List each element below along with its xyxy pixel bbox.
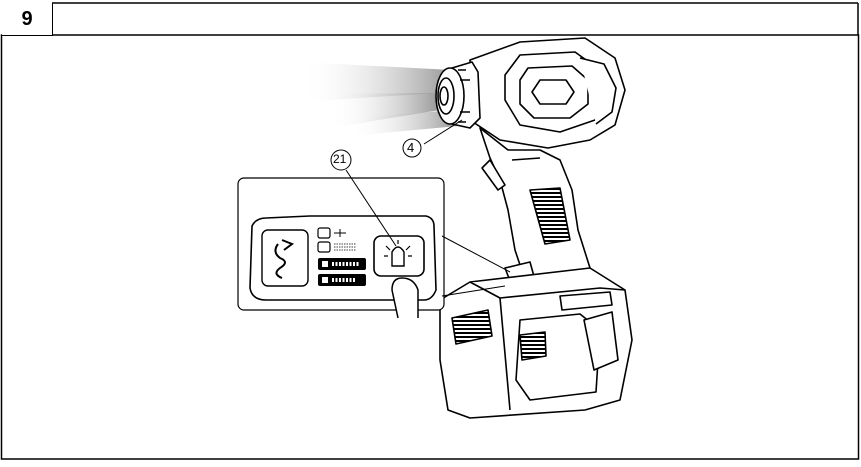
callout-4 — [402, 119, 463, 158]
finger-press — [391, 277, 419, 319]
callout-4-label: 4 — [407, 140, 415, 155]
light-level-1-icon — [317, 227, 346, 239]
callout-21 — [330, 149, 397, 247]
battery-level-icon — [318, 258, 366, 286]
impact-mode-icon — [261, 229, 309, 287]
callout-21-label: 21 — [333, 152, 347, 166]
figure-border — [0, 34, 860, 460]
impact-driver — [435, 37, 633, 419]
light-level-2-icon — [317, 241, 356, 253]
inset-panel — [237, 177, 511, 319]
figure-number-box: 9 — [2, 3, 53, 36]
light-beams — [300, 62, 458, 136]
figure-number: 9 — [21, 7, 33, 30]
